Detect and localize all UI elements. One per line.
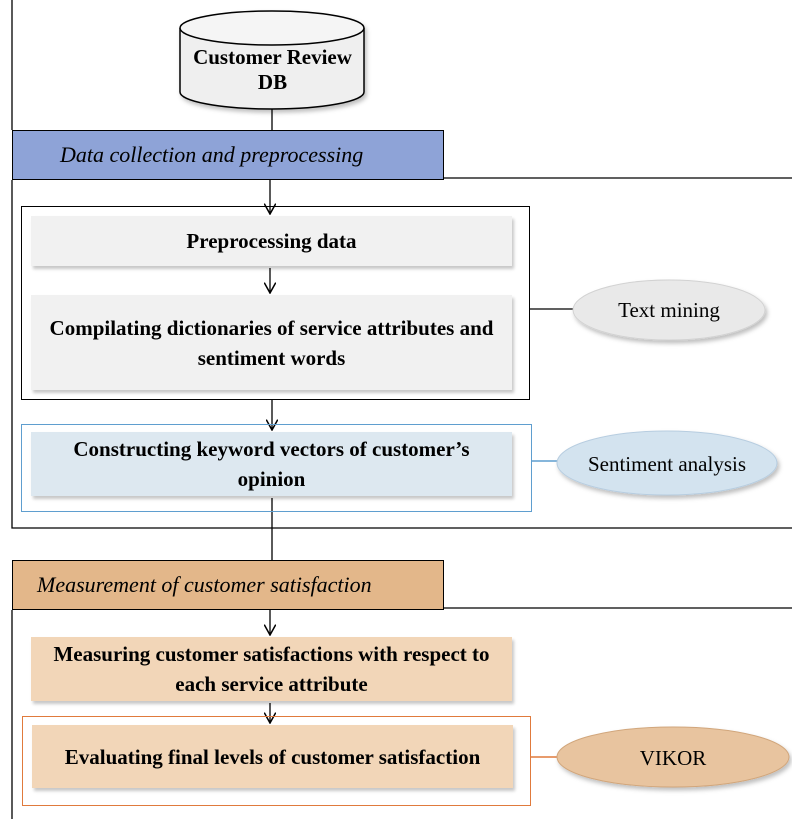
method-label-vikor: VIKOR xyxy=(639,746,707,770)
method-label-sentiment-analysis: Sentiment analysis xyxy=(587,452,747,476)
section-header-measurement: Measurement of customer satisfaction xyxy=(12,560,444,610)
step-preprocessing-data: Preprocessing data xyxy=(31,216,512,266)
text-mining-group-frame xyxy=(21,206,530,400)
oval-text-mining xyxy=(572,279,766,341)
step-compilating-dictionaries: Compilating dictionaries of service attr… xyxy=(31,295,512,390)
method-label-text-mining: Text mining xyxy=(618,298,720,322)
step-evaluating-final-levels: Evaluating final levels of customer sati… xyxy=(32,725,513,788)
section-1-frame xyxy=(11,180,792,529)
database-label: Customer Review DB xyxy=(193,45,352,94)
oval-vikor xyxy=(556,726,790,788)
sentiment-analysis-group-frame xyxy=(21,424,532,512)
vikor-group-frame xyxy=(22,716,531,806)
database-cylinder xyxy=(179,10,365,110)
section-header-data-collection: Data collection and preprocessing xyxy=(12,130,444,180)
step-constructing-keyword-vectors: Constructing keyword vectors of customer… xyxy=(31,432,512,496)
oval-sentiment-analysis xyxy=(556,430,778,496)
step-measuring-satisfaction: Measuring customer satisfactions with re… xyxy=(31,637,512,701)
